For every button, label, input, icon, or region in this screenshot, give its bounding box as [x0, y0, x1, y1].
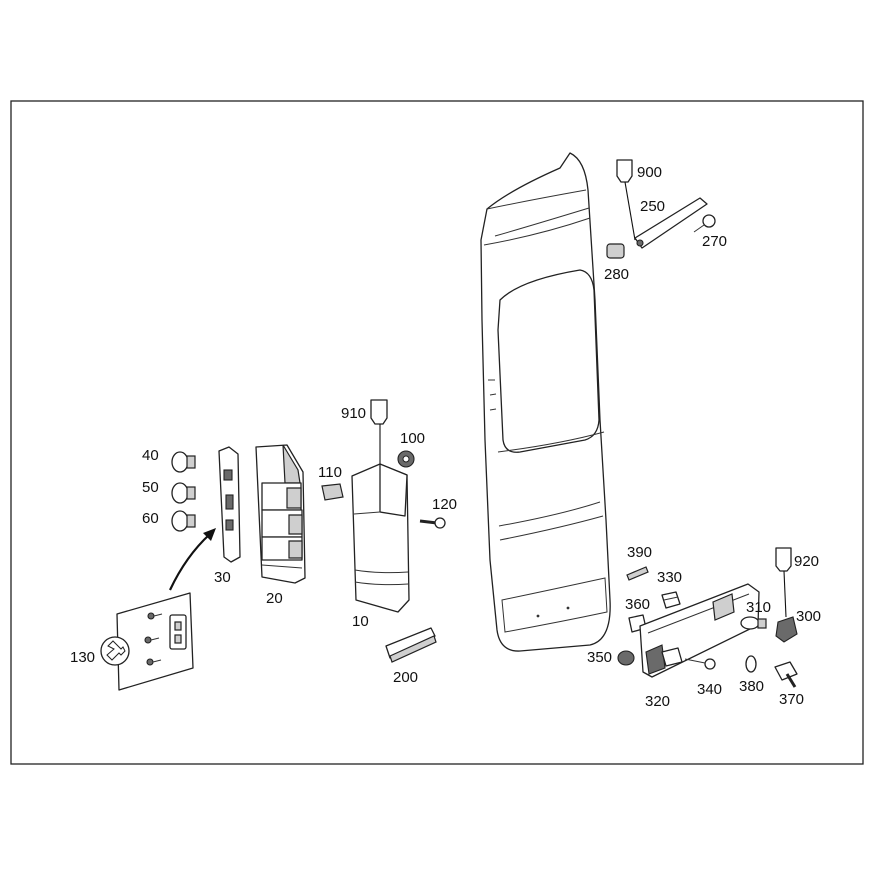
- clip-330[interactable]: 330: [657, 569, 682, 609]
- connector-910[interactable]: 910: [341, 399, 388, 425]
- clip-280[interactable]: 280: [604, 243, 629, 283]
- label-250: 250: [640, 198, 665, 215]
- bulb-60[interactable]: 60: [142, 510, 196, 532]
- wrench-icon: [100, 636, 130, 666]
- screw-120[interactable]: 120: [419, 496, 457, 529]
- lamp-lens-20[interactable]: 20: [255, 444, 306, 607]
- socket-300[interactable]: 300: [775, 608, 821, 643]
- bulb-carrier-30[interactable]: 30: [214, 446, 241, 586]
- clip-350[interactable]: 350: [587, 649, 635, 666]
- connector-900[interactable]: 900: [616, 159, 662, 183]
- clip-100[interactable]: 100: [397, 430, 425, 468]
- part-390[interactable]: 390: [626, 544, 652, 581]
- label-310: 310: [746, 599, 771, 616]
- tool-kit-130[interactable]: 130: [70, 592, 194, 691]
- connector-icon: [775, 547, 792, 572]
- label-320: 320: [645, 693, 670, 710]
- bulb-40[interactable]: 40: [142, 447, 196, 473]
- label-40: 40: [142, 447, 159, 464]
- screw-270[interactable]: 270: [693, 214, 727, 250]
- plate-lamp-200[interactable]: 200: [385, 627, 437, 686]
- label-280: 280: [604, 266, 629, 283]
- tail-lamp-housing-10[interactable]: 10: [351, 463, 410, 630]
- connector-icon: [616, 159, 633, 183]
- diagram-frame: [10, 100, 864, 765]
- label-910: 910: [341, 405, 366, 422]
- support-strut-250[interactable]: 250: [634, 197, 708, 249]
- label-200: 200: [393, 669, 418, 686]
- label-100: 100: [400, 430, 425, 447]
- label-50: 50: [142, 479, 159, 496]
- washer-380[interactable]: 380: [739, 655, 764, 695]
- bulb-310[interactable]: 310: [740, 599, 771, 630]
- label-330: 330: [657, 569, 682, 586]
- arrow-to-bulb-carrier: [169, 533, 211, 591]
- label-380: 380: [739, 678, 764, 695]
- label-60: 60: [142, 510, 159, 527]
- connector-920[interactable]: 920: [775, 547, 819, 572]
- label-920: 920: [794, 553, 819, 570]
- handle-cover-320[interactable]: 320: [639, 583, 760, 710]
- rear-door[interactable]: [480, 152, 611, 652]
- label-30: 30: [214, 569, 231, 586]
- label-390: 390: [627, 544, 652, 561]
- label-340: 340: [697, 681, 722, 698]
- label-350: 350: [587, 649, 612, 666]
- label-370: 370: [779, 691, 804, 708]
- label-10: 10: [352, 613, 369, 630]
- label-110: 110: [318, 464, 342, 481]
- label-130: 130: [70, 649, 95, 666]
- screw-340[interactable]: 340: [684, 658, 722, 698]
- label-300: 300: [796, 608, 821, 625]
- socket-110[interactable]: 110: [318, 464, 344, 501]
- bulb-50[interactable]: 50: [142, 479, 196, 504]
- label-900: 900: [637, 164, 662, 181]
- bolt-370[interactable]: 370: [774, 661, 804, 708]
- label-120: 120: [432, 496, 457, 513]
- label-360: 360: [625, 596, 650, 613]
- label-270: 270: [702, 233, 727, 250]
- connector-icon: [370, 399, 388, 425]
- label-20: 20: [266, 590, 283, 607]
